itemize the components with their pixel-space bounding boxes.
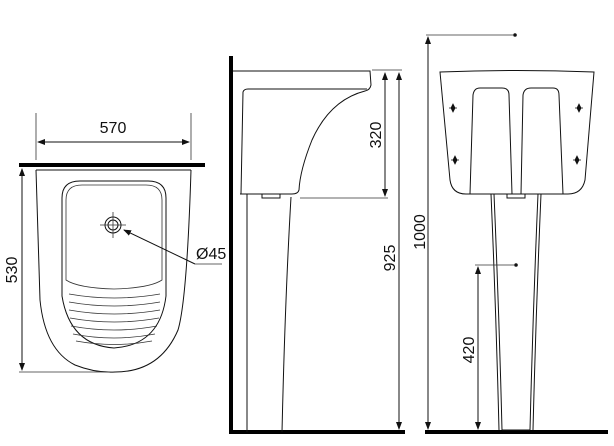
basin-side-outline [233, 70, 372, 195]
top-view: 570 Ø45 530 [4, 113, 226, 373]
rim-height-label: 925 [382, 245, 399, 272]
basin-front-outline [439, 70, 595, 195]
basin-outline [35, 169, 192, 373]
drain-icon [100, 212, 126, 238]
depth-label: 530 [4, 257, 21, 284]
pedestal-front [490, 193, 542, 431]
total-height-label: 1000 [412, 214, 429, 250]
drain-leader [123, 229, 196, 265]
right-slot [520, 87, 564, 195]
basin-height-label: 320 [368, 122, 385, 149]
left-slot [469, 87, 513, 195]
bowl-outline [61, 180, 167, 349]
pedestal-side [246, 194, 292, 433]
side-view: 320 925 [229, 56, 405, 434]
screw-icons [449, 103, 583, 165]
front-view: 1000 420 [412, 33, 608, 434]
width-label: 570 [100, 120, 127, 137]
washboard-ribs [68, 293, 161, 345]
fixing-height-label: 420 [461, 337, 478, 364]
drain-diameter-label: Ø45 [196, 246, 226, 263]
